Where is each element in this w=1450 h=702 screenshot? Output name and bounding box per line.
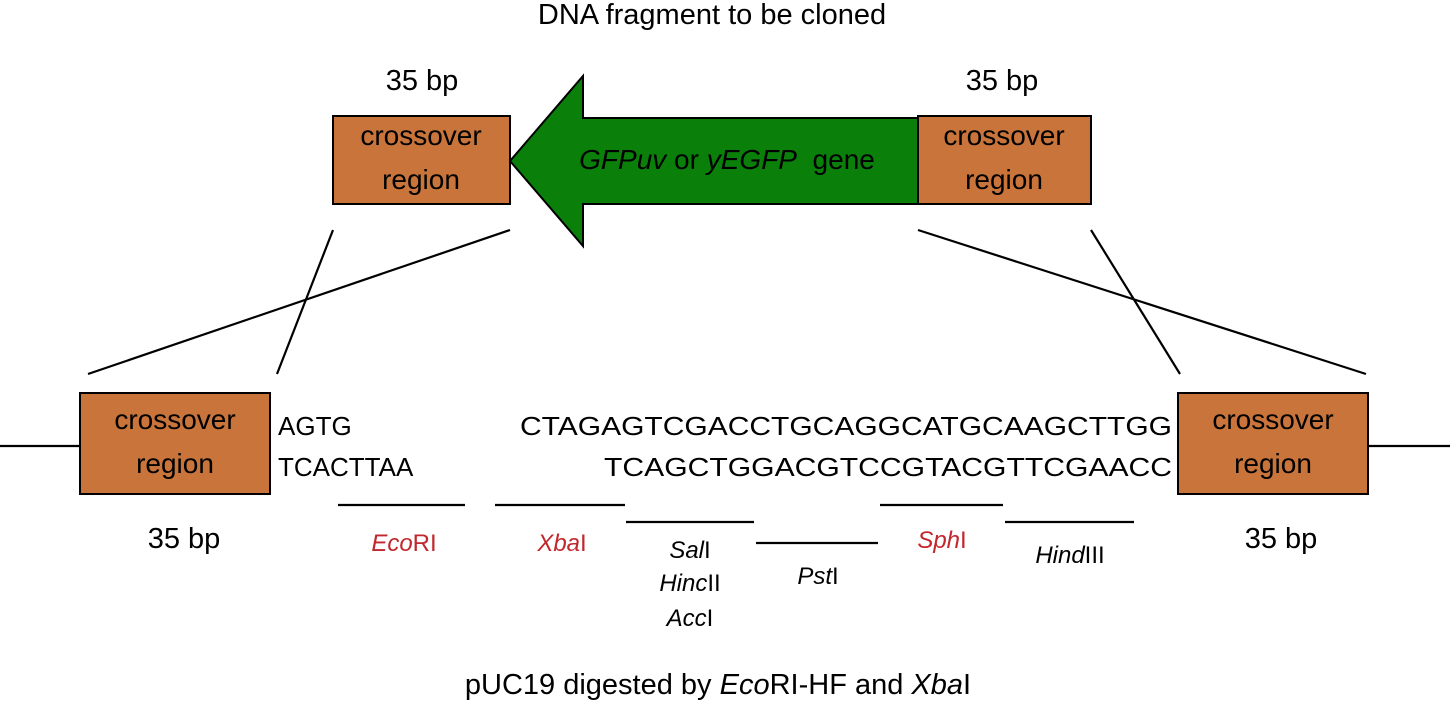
sphi-label: SphI: [917, 527, 966, 554]
vector-left-crossover-box: crossover region: [79, 392, 271, 495]
vector-right-box-line-2: region: [1234, 448, 1312, 479]
psti-label: PstI: [797, 563, 838, 590]
restriction-site-bars: [338, 503, 1134, 545]
crossover-line: [1090, 229, 1181, 375]
sequence-right-top: CTAGAGTCGACCTGCAGGCATGCAAGCTTGG: [520, 411, 1172, 441]
crossover-lines: [87, 228, 1367, 376]
top-title: DNA fragment to be cloned: [538, 0, 886, 31]
fragment-right-bp-label: 35 bp: [966, 65, 1039, 97]
hincii-label: HincII: [659, 570, 720, 597]
gene-arrow: [508, 73, 919, 249]
fragment-left-box-line-1: crossover: [360, 120, 481, 151]
sequence-left-top: AGTG: [278, 411, 352, 441]
crossover-line: [87, 228, 511, 376]
fragment-left-crossover-box: crossover region: [332, 115, 511, 205]
gene-label: GFPuv or yEGFP gene: [579, 144, 875, 175]
ecori-label: EcoRI: [371, 530, 436, 557]
vector-left-bp-label: 35 bp: [148, 523, 221, 555]
xbai-label: XbaI: [536, 530, 586, 557]
vector-right-box-line-1: crossover: [1212, 404, 1333, 435]
vector-left-box-line-2: region: [136, 448, 214, 479]
fragment-left-box-line-2: region: [382, 164, 460, 195]
hindiii-label: HindIII: [1035, 542, 1104, 569]
fragment-left-bp-label: 35 bp: [386, 65, 459, 97]
sali-label: SalI: [669, 537, 710, 564]
acci-label: AccI: [665, 605, 714, 632]
vector-right-bp-label: 35 bp: [1245, 523, 1318, 555]
fragment-right-box-line-2: region: [965, 164, 1043, 195]
sequence-left-bottom: TCACTTAA: [278, 452, 414, 482]
vector-left-box-line-1: crossover: [114, 404, 235, 435]
fragment-right-crossover-box: crossover region: [917, 115, 1092, 205]
crossover-line: [275, 229, 335, 375]
bottom-title: pUC19 digested by EcoRI-HF and XbaI: [465, 669, 971, 701]
sequence-right-bottom: TCAGCTGGACGTCCGTACGTTCGAACC: [604, 452, 1172, 482]
crossover-line: [917, 228, 1367, 376]
vector-right-crossover-box: crossover region: [1177, 392, 1369, 495]
fragment-right-box-line-1: crossover: [943, 120, 1064, 151]
